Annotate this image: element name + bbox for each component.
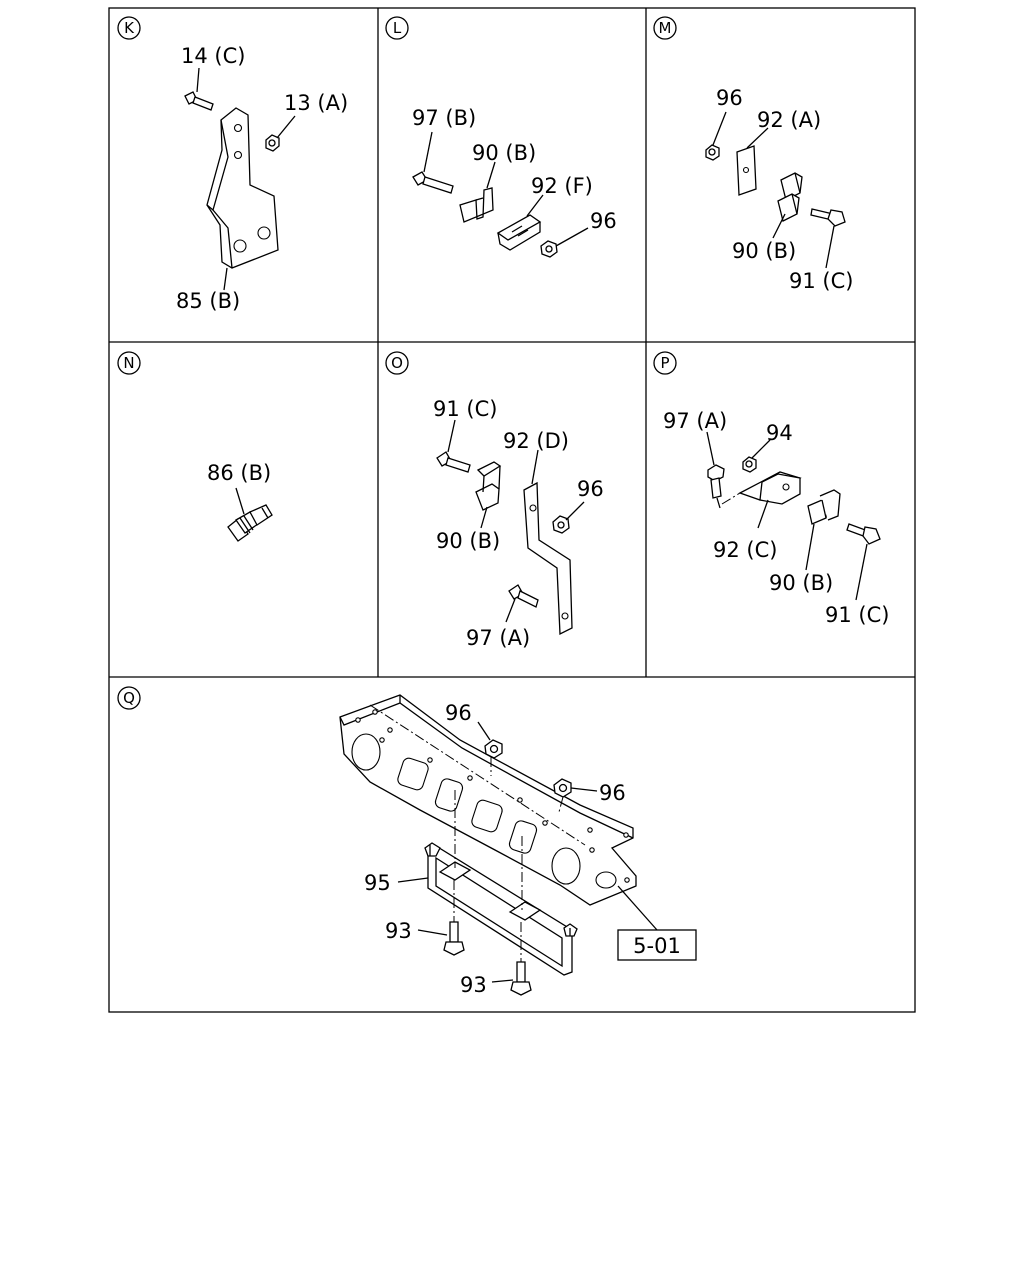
- clip-90b-p-icon: [807, 489, 841, 525]
- bracket-92f-icon: [496, 214, 542, 251]
- bolt-91c-o-icon: [436, 451, 471, 473]
- panel-p-marker: [653, 351, 677, 375]
- panel-n-letter: N: [123, 354, 134, 372]
- panel-l-marker: [385, 16, 409, 40]
- part-label-93-q2: 93: [460, 973, 487, 997]
- panel-grid: [108, 7, 916, 1013]
- part-label-13a: 13 (A): [284, 91, 348, 115]
- frame-95-icon: [424, 790, 578, 976]
- part-label-96-q2: 96: [599, 781, 626, 805]
- panel-k-letter: K: [124, 19, 135, 37]
- part-label-14c: 14 (C): [181, 44, 245, 68]
- panel-p-letter: P: [660, 354, 669, 372]
- nut-96-o-icon: [552, 515, 570, 534]
- bolt-91c-p-icon: [846, 523, 881, 545]
- panel-q-marker: [117, 686, 141, 710]
- part-label-96-l: 96: [590, 209, 617, 233]
- part-label-90b: 90 (B): [472, 141, 536, 165]
- part-label-91c-o: 91 (C): [433, 397, 497, 421]
- part-label-92d: 92 (D): [503, 429, 569, 453]
- panel-k-marker: [117, 16, 141, 40]
- panel-o: O 91 (C) 90 (B) 92 (D) 96: [385, 351, 604, 650]
- bracket-85b-icon: [206, 107, 279, 269]
- plate-92a-icon: [736, 145, 757, 196]
- part-label-93-q1: 93: [385, 919, 412, 943]
- part-label-91c-m: 91 (C): [789, 269, 853, 293]
- nut-13a-icon: [265, 134, 280, 152]
- clip-90b-m-icon: [777, 172, 803, 222]
- panel-o-marker: [385, 351, 409, 375]
- part-label-96-o: 96: [577, 477, 604, 501]
- part-label-90b-o: 90 (B): [436, 529, 500, 553]
- panel-n-marker: [117, 351, 141, 375]
- bracket-92d-icon: [523, 481, 573, 636]
- fitting-86b-icon: [227, 504, 273, 542]
- panel-m: M 96 92 (A) 90 (B) 91 (C): [653, 16, 853, 293]
- panel-p: P 97 (A) 94 92 (C) 90 (B): [653, 351, 889, 627]
- part-label-92f: 92 (F): [531, 174, 593, 198]
- panel-q-letter: Q: [123, 689, 135, 707]
- nut-96-q1-icon: [484, 739, 503, 759]
- panel-o-letter: O: [391, 354, 403, 372]
- bracket-92c-icon: [721, 471, 802, 505]
- panel-m-letter: M: [659, 19, 672, 37]
- part-label-94: 94: [766, 421, 793, 445]
- part-label-97b: 97 (B): [412, 106, 476, 130]
- panel-k: K 14 (C) 13 (A) 85 (B): [117, 16, 348, 313]
- bolt-97b-icon: [412, 171, 454, 194]
- part-label-96-q1: 96: [445, 701, 472, 725]
- nut-96-l-icon: [540, 240, 558, 258]
- part-label-91c-p: 91 (C): [825, 603, 889, 627]
- panel-l: L 97 (B) 90 (B) 92 (F) 96: [385, 16, 617, 258]
- bolt-93-q2-icon: [510, 922, 532, 996]
- part-label-85b: 85 (B): [176, 289, 240, 313]
- clip-90b-o-icon: [475, 461, 502, 511]
- nut-96-q2-icon: [553, 778, 572, 798]
- crossmember-icon: [339, 694, 637, 906]
- part-label-97a-p: 97 (A): [663, 409, 727, 433]
- part-label-95: 95: [364, 871, 391, 895]
- part-label-97a-o: 97 (A): [466, 626, 530, 650]
- reference-label: 5-01: [633, 934, 681, 958]
- bolt-97a-p-icon: [707, 464, 725, 509]
- panel-l-letter: L: [393, 19, 402, 37]
- clip-90b-icon: [459, 187, 494, 223]
- part-label-86b: 86 (B): [207, 461, 271, 485]
- bolt-91c-m-icon: [810, 208, 846, 227]
- bolt-14c-icon: [184, 91, 214, 111]
- panel-n: N 86 (B): [117, 351, 273, 542]
- part-label-90b-p: 90 (B): [769, 571, 833, 595]
- part-label-90b-m: 90 (B): [732, 239, 796, 263]
- panel-m-marker: [653, 16, 677, 40]
- part-label-96-m: 96: [716, 86, 743, 110]
- part-label-92c: 92 (C): [713, 538, 777, 562]
- part-label-92a: 92 (A): [757, 108, 821, 132]
- bolt-93-q1-icon: [443, 880, 465, 956]
- bolt-97a-o-icon: [508, 584, 539, 608]
- nut-96-m-icon: [705, 144, 720, 161]
- panel-q: Q: [117, 686, 697, 997]
- nut-94-icon: [742, 456, 757, 473]
